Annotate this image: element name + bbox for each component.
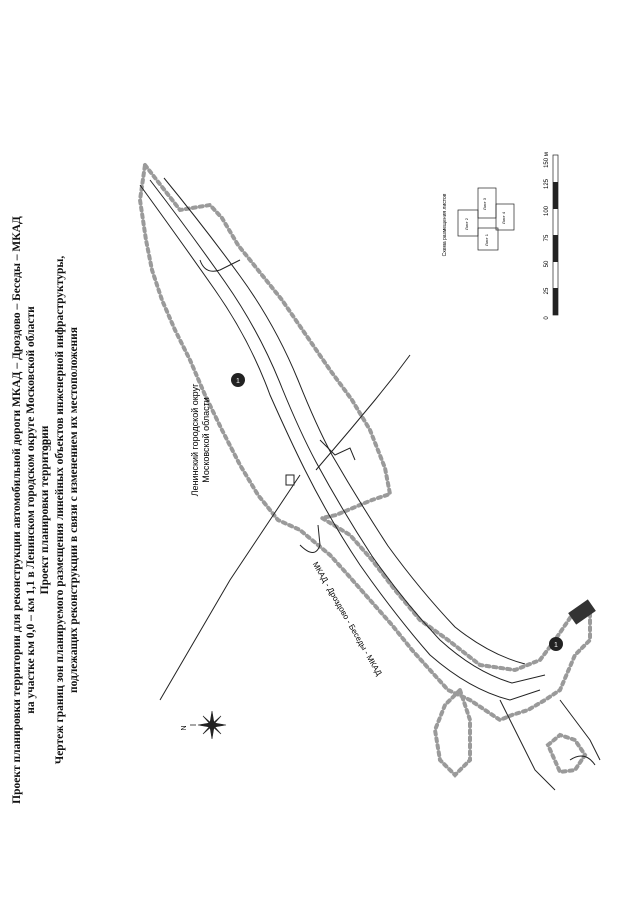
inset-sheet-2-label: Лист 2 [464,217,469,230]
road-main-edge-3 [163,177,526,665]
scale-tick-25: 25 [544,287,550,294]
scale-tick-75: 75 [544,234,550,241]
scale-bar-seg-5 [553,182,558,209]
district-label-line2: Московской области [201,397,211,483]
marker-point-2-label: 1 [554,642,558,649]
scale-tick-125: 125 [544,178,550,189]
inset-sheet-4-label: Лист 4 [501,211,506,224]
road-cross-1 [159,474,301,701]
road-cross-2 [315,354,411,471]
road-lower-arc [569,755,596,766]
zone-boundary [137,160,592,723]
road-cross-3 [319,439,356,461]
scale-bar: 0 25 50 75 100 125 150 м [544,152,559,320]
inset-title: Схема размещения листов [442,193,448,256]
scale-bar-seg-3 [553,235,558,262]
road-cross-4 [199,259,241,272]
marker-point-1 [231,373,245,387]
scale-bar-seg-1 [553,288,558,315]
road-cross-5 [299,524,321,553]
zone-boundary-lower [432,686,472,778]
inset-sheet-3 [477,187,497,219]
road-label: МКАД - Дроздово - Беседы - МКАД [311,560,384,677]
zone-boundary-right [545,732,588,775]
compass-north-label: N [181,725,188,730]
scale-tick-150: 150 м [544,152,550,168]
inset-sheet-2 [457,209,479,237]
road-lower-right [499,699,556,791]
scale-tick-50: 50 [544,260,550,267]
road-main-edge-2 [149,179,546,684]
inset-sheet-1-label: Лист 1 [484,233,489,246]
district-label-line1: Ленинский городской округ [190,383,200,496]
road-lower-right-2 [559,699,601,761]
scale-tick-100: 100 [544,205,550,216]
inset-sheet-1 [477,227,499,251]
compass-rose: N [181,710,227,740]
marker-point-2 [549,637,563,651]
hatched-strip [568,599,596,625]
marker-point-1-label: 1 [236,378,240,385]
inset-sheet-4 [495,203,515,231]
road-main-edge-1 [139,184,541,701]
junction-symbol [285,474,295,486]
inset-sheet-scheme: Схема размещения листов Лист 2 Лист 1 Ли… [442,187,515,256]
scale-tick-0: 0 [544,316,550,320]
inset-sheet-3-label: Лист 3 [482,197,487,210]
